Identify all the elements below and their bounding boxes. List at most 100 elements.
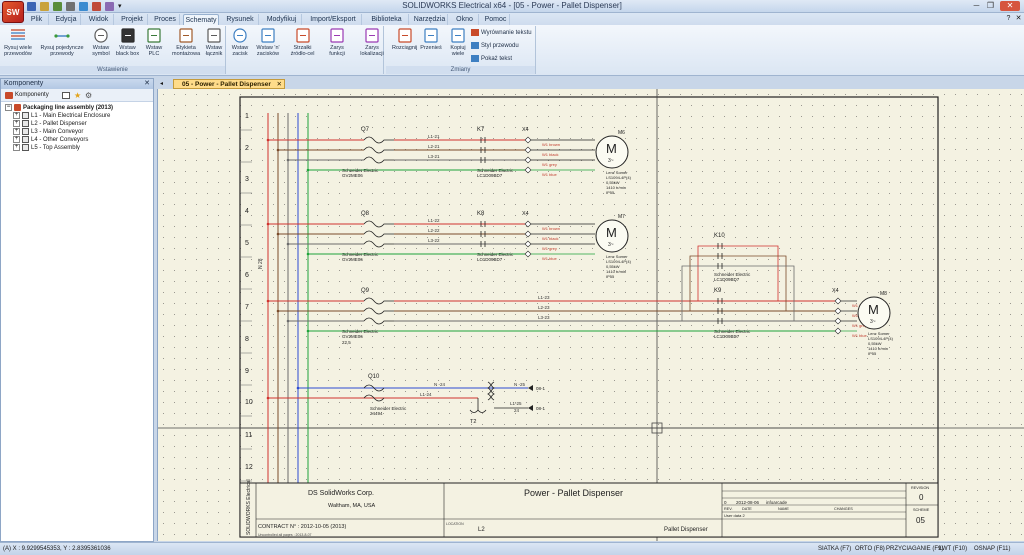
terminal-tag: X4 xyxy=(832,288,839,294)
redo-icon[interactable] xyxy=(79,2,88,11)
properties-icon[interactable] xyxy=(105,2,114,11)
breaker-contact xyxy=(363,220,394,228)
cable-label: W1 grey xyxy=(852,323,867,328)
tab-3[interactable]: Projekt xyxy=(117,14,148,25)
ribbon-button-label: Wstaw łącznik xyxy=(205,45,223,57)
app-logo-icon[interactable]: SW xyxy=(2,1,24,23)
status-toggle-2[interactable]: PRZYCIAGANIE (F9) xyxy=(886,546,944,552)
ribbon-button-7[interactable]: Wstaw zacisk xyxy=(229,27,251,57)
ribbon-button-8[interactable]: Wstaw 'n' zacisków xyxy=(254,27,282,57)
favorite-icon[interactable]: ★ xyxy=(74,91,82,100)
tab-4[interactable]: Proces xyxy=(151,14,180,25)
terminal-symbol xyxy=(524,156,532,164)
ribbon-close-icon[interactable]: ✕ xyxy=(1015,15,1022,22)
tab-1[interactable]: Edycja xyxy=(52,14,81,25)
cable-label: W1 grey xyxy=(542,246,557,251)
tree-item[interactable]: + L3 - Main Conveyor xyxy=(1,128,153,136)
ribbon-button-4[interactable]: Wstaw PLC xyxy=(143,27,165,57)
panel-close-icon[interactable]: ✕ xyxy=(144,80,150,87)
breaker-body xyxy=(364,295,394,325)
ribbon-button-13[interactable]: Przenieś xyxy=(419,27,443,51)
expand-icon[interactable]: + xyxy=(13,128,20,135)
components-toolbar-label[interactable]: Komponenty xyxy=(15,92,49,98)
ribbon-button-0[interactable]: Rysuj wiele przewodów xyxy=(2,27,34,57)
undo-icon[interactable] xyxy=(40,2,49,11)
status-toggle-4[interactable]: OSNAP (F11) xyxy=(974,546,1011,552)
tree-item[interactable]: +L1 - Main Electrical Enclosure xyxy=(1,112,153,120)
open-icon[interactable] xyxy=(53,2,62,11)
breaker-contact xyxy=(363,307,394,315)
ribbon-button-11[interactable]: Zarys lokalizacji xyxy=(356,27,388,57)
expand-icon[interactable]: + xyxy=(13,120,20,127)
ribbon-button-3[interactable]: Wstaw black box xyxy=(115,27,140,57)
breaker-contact xyxy=(363,297,394,305)
ribbon-button-1[interactable]: Rysuj pojedyncze przewody xyxy=(37,27,87,57)
net-label: L2-22 xyxy=(428,228,440,233)
ribbon-group-label: Zmiany xyxy=(386,66,535,74)
tree-item[interactable]: +L4 - Other Conveyors xyxy=(1,136,153,144)
ribbon-button-9[interactable]: Strzałki źródło-cel xyxy=(286,27,319,57)
tree-item-label: L3 - Main Conveyor xyxy=(31,129,84,136)
expand-icon[interactable]: + xyxy=(13,136,20,143)
status-toggle-1[interactable]: ORTO (F8) xyxy=(855,546,885,552)
expand-icon[interactable]: − xyxy=(5,104,12,111)
tb-location: L2 xyxy=(478,527,485,533)
document-tab-close-icon[interactable]: ✕ xyxy=(276,81,282,88)
tree-item[interactable]: +L5 - Top Assembly xyxy=(1,144,153,152)
net-label: L2-21 xyxy=(428,144,440,149)
maximize-icon[interactable]: ❐ xyxy=(986,1,995,10)
tb-brand: SOLIDWORKS Electrical xyxy=(246,479,252,535)
minimize-icon[interactable]: ─ xyxy=(973,1,980,10)
tab-scroll-icon[interactable]: ◂ xyxy=(160,81,164,87)
tab-6[interactable]: Rysunek xyxy=(222,14,259,25)
ribbon-button-label: Rysuj pojedyncze przewody xyxy=(40,45,84,57)
components-icon[interactable] xyxy=(5,92,13,99)
ribbon-small-button-label: Styl przewodu xyxy=(481,43,519,50)
ribbon-button-14[interactable]: Kopiuj wiele xyxy=(447,27,469,57)
document-tab[interactable]: 05 - Power - Pallet Dispenser ✕ xyxy=(173,79,285,89)
help-icon[interactable]: ? xyxy=(1006,15,1011,22)
ribbon-small-button-1[interactable]: Styl przewodu xyxy=(471,42,519,51)
tree-item[interactable]: −Packaging line assembly (2013) xyxy=(1,104,153,112)
panel-header: Komponenty ✕ xyxy=(1,79,153,89)
ribbon-button-10[interactable]: Zarys funkcji xyxy=(323,27,351,57)
close-icon[interactable]: ✕ xyxy=(1000,1,1020,11)
ribbon-small-button-2[interactable]: Pokaż tekst xyxy=(471,55,512,64)
tree-item[interactable]: +L2 - Pallet Dispenser xyxy=(1,120,153,128)
output-label: 08-1 xyxy=(536,386,546,391)
tab-8[interactable]: Import/Eksport xyxy=(305,14,362,25)
layout-icon[interactable] xyxy=(62,92,70,99)
ribbon-button-12[interactable]: Rozciągnij xyxy=(392,27,417,51)
ribbon-button-2[interactable]: Wstaw symbol xyxy=(90,27,112,57)
ribbon-button-5[interactable]: Etykieta montażowa xyxy=(172,27,200,57)
settings-icon[interactable]: ⚙ xyxy=(85,91,93,100)
tab-2[interactable]: Widok xyxy=(84,14,114,25)
expand-icon[interactable]: + xyxy=(13,144,20,151)
expand-icon[interactable]: + xyxy=(13,112,20,119)
status-toggle-0[interactable]: SIATKA (F7) xyxy=(818,546,852,552)
title-block xyxy=(239,482,939,538)
tab-9[interactable]: Biblioteka xyxy=(365,14,409,25)
cursor-box xyxy=(651,422,663,434)
tab-7[interactable]: Modyfikuj xyxy=(262,14,302,25)
tb-company: DS SolidWorks Corp. xyxy=(308,490,374,497)
net-label: L1-24 xyxy=(420,392,432,397)
tab-10[interactable]: Narzędzia xyxy=(412,14,448,25)
junction-dot xyxy=(296,386,300,390)
save-icon[interactable] xyxy=(27,2,36,11)
status-toggle-3[interactable]: LWT (F10) xyxy=(939,546,968,552)
ribbon-small-button-0[interactable]: Wyrównanie tekstu xyxy=(471,29,532,38)
qat-dropdown-icon[interactable]: ▾ xyxy=(118,3,122,10)
tab-5[interactable]: Schematy xyxy=(183,14,219,25)
print-icon[interactable] xyxy=(66,2,75,11)
project-icon[interactable] xyxy=(92,2,101,11)
tab-12[interactable]: Pomoc xyxy=(482,14,510,25)
ribbon-small-button-label: Wyrównanie tekstu xyxy=(481,30,532,37)
tab-0[interactable]: Plik xyxy=(25,14,49,25)
tab-11[interactable]: Okno xyxy=(451,14,479,25)
ribbon-button-6[interactable]: Wstaw łącznik xyxy=(203,27,225,57)
net-label: L1-21 xyxy=(428,134,440,139)
